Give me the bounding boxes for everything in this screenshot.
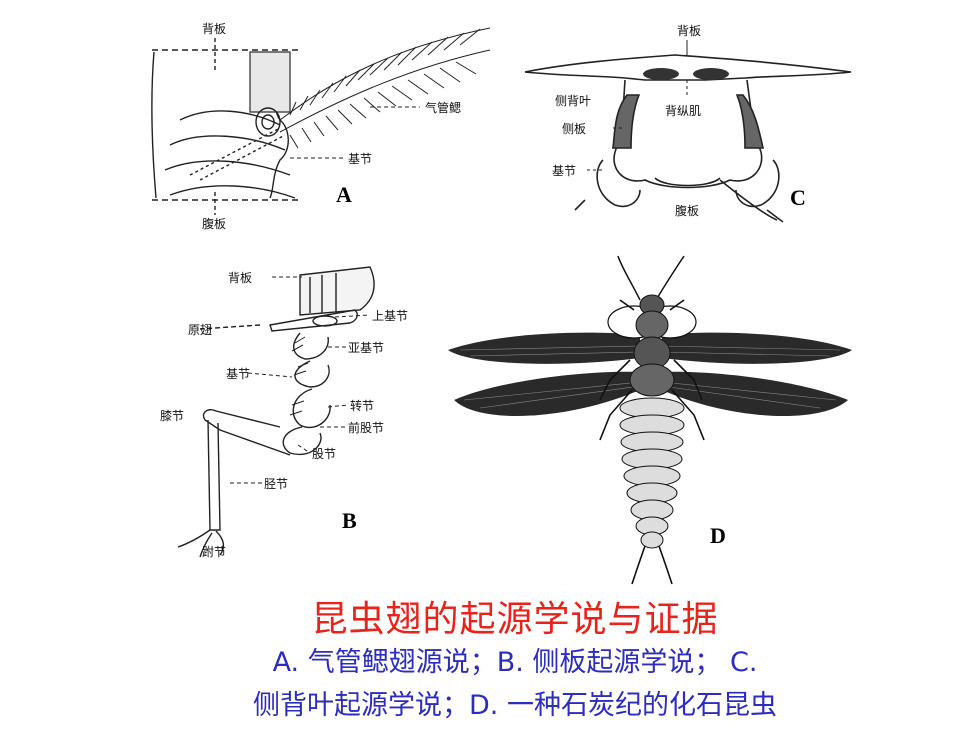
panel-c-letter: C xyxy=(790,185,806,210)
panel-b-label-epicoxa: 上基节 xyxy=(372,309,409,323)
panel-b-label-prefemur: 前股节 xyxy=(348,421,385,435)
panel-c-label-coxa: 基节 xyxy=(552,164,577,178)
panel-b-label-trochanter: 转节 xyxy=(350,399,375,413)
panel-a-tracheal-gill-figure: 背板 气管鳃 基节 腹板 A xyxy=(140,10,500,240)
panel-c-drawing xyxy=(524,40,852,223)
caption-line-2: 侧背叶起源学说；D. 一种石炭纪的化石昆虫 xyxy=(253,690,777,721)
panel-a-label-coxa: 基节 xyxy=(348,152,373,166)
panel-b-label-protowing: 原翅 xyxy=(188,323,213,337)
panel-d-fossil-insect-figure: D xyxy=(440,250,860,590)
panel-c-label-dorsal-muscle: 背纵肌 xyxy=(665,104,702,118)
panel-d-drawing xyxy=(448,255,852,585)
caption-line-1: A. 气管鳃翅源说；B. 侧板起源学说； C. xyxy=(272,647,758,678)
panel-a-letter: A xyxy=(336,182,352,207)
panel-b-drawing xyxy=(177,266,375,558)
panel-b-label-tergum: 背板 xyxy=(228,271,253,285)
panel-b-label-coxa: 基节 xyxy=(226,367,251,381)
panel-c-label-paranotum: 侧背叶 xyxy=(555,94,592,108)
panel-a-label-sternum: 腹板 xyxy=(202,217,227,231)
panel-d-letter: D xyxy=(710,523,726,548)
slide-title: 昆虫翅的起源学说与证据 xyxy=(311,599,719,640)
panel-a-drawing xyxy=(151,27,491,215)
panel-c-label-sternum: 腹板 xyxy=(675,204,700,218)
panel-a-label-tracheal-gill: 气管鳃 xyxy=(425,101,462,115)
panel-a-label-tergum: 背板 xyxy=(202,22,227,36)
panel-b-leg-figure: 背板 原翅 上基节 亚基节 基节 转节 膝节 前股节 股节 胫节 跗节 B xyxy=(160,255,430,575)
panel-b-label-subcoxa: 亚基节 xyxy=(348,341,385,355)
panel-b-label-knee: 膝节 xyxy=(160,409,185,423)
panel-b-label-femur: 股节 xyxy=(312,447,337,461)
panel-b-label-tibia: 胫节 xyxy=(264,477,289,491)
panel-c-paranotal-figure: 背板 侧背叶 背纵肌 侧板 基节 腹板 C xyxy=(515,10,865,240)
panel-b-label-tarsus: 跗节 xyxy=(202,545,227,559)
panel-c-label-pleuron: 侧板 xyxy=(562,122,587,136)
panel-c-label-tergum: 背板 xyxy=(677,24,702,38)
panel-b-letter: B xyxy=(342,508,357,533)
